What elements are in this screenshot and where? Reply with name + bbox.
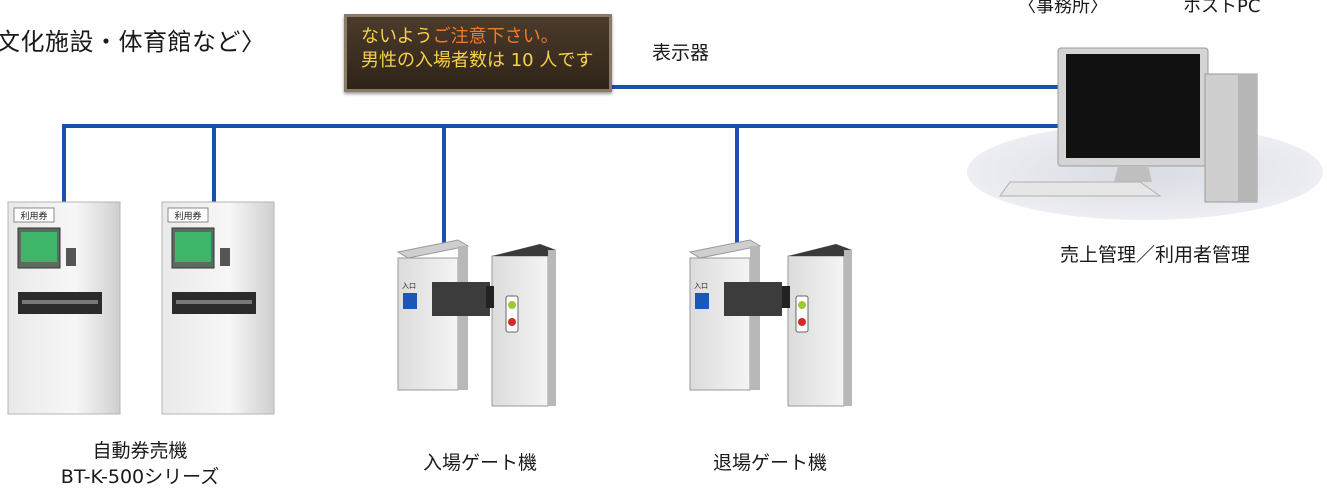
network-trunk-line <box>62 124 1062 128</box>
ticket-machine-1-illustration <box>7 201 121 415</box>
display-link-line <box>612 85 1064 89</box>
exit-gate-sign: 入口 <box>694 281 708 291</box>
host-pc-illustration <box>967 47 1323 220</box>
drop-exit-gate <box>735 124 739 246</box>
exit-gate-caption: 退場ゲート機 <box>712 452 827 474</box>
display-label: 表示器 <box>652 42 710 64</box>
entry-gate-illustration <box>396 239 556 407</box>
ticket-machine-caption: 自動券売機 BT-K-500シリーズ <box>40 438 240 490</box>
ticket-machine-2-panel-label: 利用券 <box>170 209 206 222</box>
display-line1-part1: ないよう <box>361 26 433 47</box>
host-caption: 売上管理／利用者管理 <box>1060 244 1251 266</box>
diagram-title: 文化施設・体育館など〉 <box>0 28 266 56</box>
exit-gate-sign-text: 入口 <box>694 282 708 290</box>
entry-gate-sign: 入口 <box>402 282 416 290</box>
ticket-machine-2-illustration <box>161 201 275 415</box>
exit-gate-illustration <box>688 239 852 407</box>
led-display-sign: ないようご注意下さい。 男性の入場者数は 10 人です <box>344 14 612 92</box>
ticket-machine-1-panel-label: 利用券 <box>20 212 48 222</box>
display-line1-part2: ご注意下さい。 <box>432 26 559 47</box>
ticket-machine-2-panel-text: 利用券 <box>174 212 202 222</box>
ticket-machine-model: BT-K-500シリーズ <box>60 466 220 488</box>
ticket-machine-name: 自動券売機 <box>92 440 188 462</box>
display-line2: 男性の入場者数は 10 人です <box>361 50 594 71</box>
office-label: 〈事務所〉 <box>1018 0 1108 17</box>
drop-entry-gate <box>442 124 446 246</box>
entry-gate-caption: 入場ゲート機 <box>422 452 537 474</box>
drop-ticket-machine-1 <box>62 124 66 204</box>
host-pc-label: ホストPC <box>1183 0 1261 17</box>
drop-ticket-machine-2 <box>212 124 216 204</box>
